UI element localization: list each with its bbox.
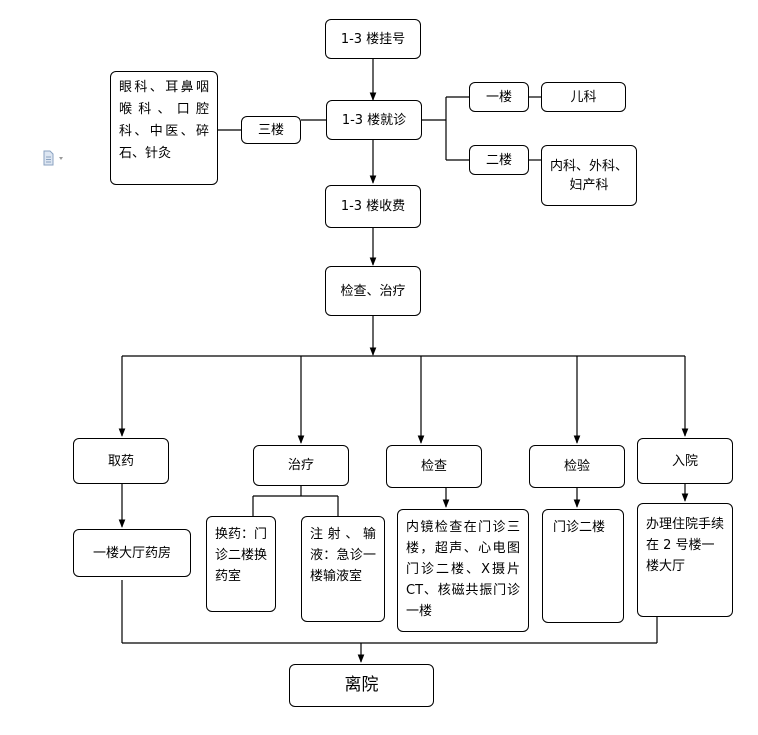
medicine-box: 取药 (73, 438, 169, 484)
consult-box: 1-3 楼就诊 (326, 100, 422, 140)
floor1-label: 一楼 (485, 89, 512, 105)
treatment-box: 治疗 (253, 445, 349, 486)
document-icon (43, 150, 63, 166)
pediatrics-label: 儿科 (570, 89, 597, 105)
examination-box: 检查 (386, 445, 482, 488)
pharmacy-label: 一楼大厅药房 (92, 545, 171, 561)
floor2-depts-label: 内科、外科、妇产科 (550, 158, 629, 193)
floor2-depts-box: 内科、外科、妇产科 (541, 145, 637, 206)
admission-detail-box: 办理住院手续在 2 号楼一楼大厅 (637, 503, 733, 617)
treatment-label: 治疗 (287, 458, 314, 473)
exam-treat-box: 检查、治疗 (325, 266, 421, 316)
register-box: 1-3 楼挂号 (325, 19, 421, 59)
exam-treat-label: 检查、治疗 (340, 283, 406, 299)
examination-label: 检查 (420, 459, 447, 474)
payment-label: 1-3 楼收费 (340, 199, 406, 214)
lab-detail-label: 门诊二楼 (553, 520, 606, 535)
floor2-label: 二楼 (485, 152, 512, 168)
floor2-box: 二楼 (469, 145, 529, 175)
consult-label: 1-3 楼就诊 (341, 112, 407, 128)
payment-box: 1-3 楼收费 (325, 185, 421, 228)
medicine-label: 取药 (107, 453, 134, 469)
floor3-label: 三楼 (257, 122, 284, 138)
floor3-depts-label: 眼科、耳鼻咽喉科、口腔科、中医、碎石、针灸 (119, 80, 209, 161)
pediatrics-box: 儿科 (541, 82, 626, 112)
lab-test-label: 检验 (563, 459, 590, 474)
floor3-box: 三楼 (241, 116, 301, 144)
injection-label: 注射、输液：急诊一楼输液室 (310, 527, 376, 584)
admission-label: 入院 (671, 453, 698, 469)
floor1-box: 一楼 (469, 82, 529, 112)
lab-detail-box: 门诊二楼 (542, 509, 624, 623)
admission-detail-label: 办理住院手续在 2 号楼一楼大厅 (646, 517, 725, 574)
dressing-label: 换药：门诊二楼换药室 (215, 527, 268, 584)
dressing-box: 换药：门诊二楼换药室 (206, 516, 276, 612)
leave-label: 离院 (344, 675, 379, 695)
pharmacy-box: 一楼大厅药房 (73, 529, 191, 577)
admission-box: 入院 (637, 438, 733, 484)
leave-box: 离院 (289, 664, 434, 707)
floor3-depts-box: 眼科、耳鼻咽喉科、口腔科、中医、碎石、针灸 (110, 71, 218, 185)
lab-test-box: 检验 (529, 445, 625, 488)
injection-box: 注射、输液：急诊一楼输液室 (301, 516, 385, 622)
register-label: 1-3 楼挂号 (340, 31, 406, 47)
exam-detail-label: 内镜检查在门诊三楼，超声、心电图门诊二楼、X摄片 CT、核磁共振门诊一楼 (406, 520, 520, 619)
exam-detail-box: 内镜检查在门诊三楼，超声、心电图门诊二楼、X摄片 CT、核磁共振门诊一楼 (397, 509, 529, 632)
